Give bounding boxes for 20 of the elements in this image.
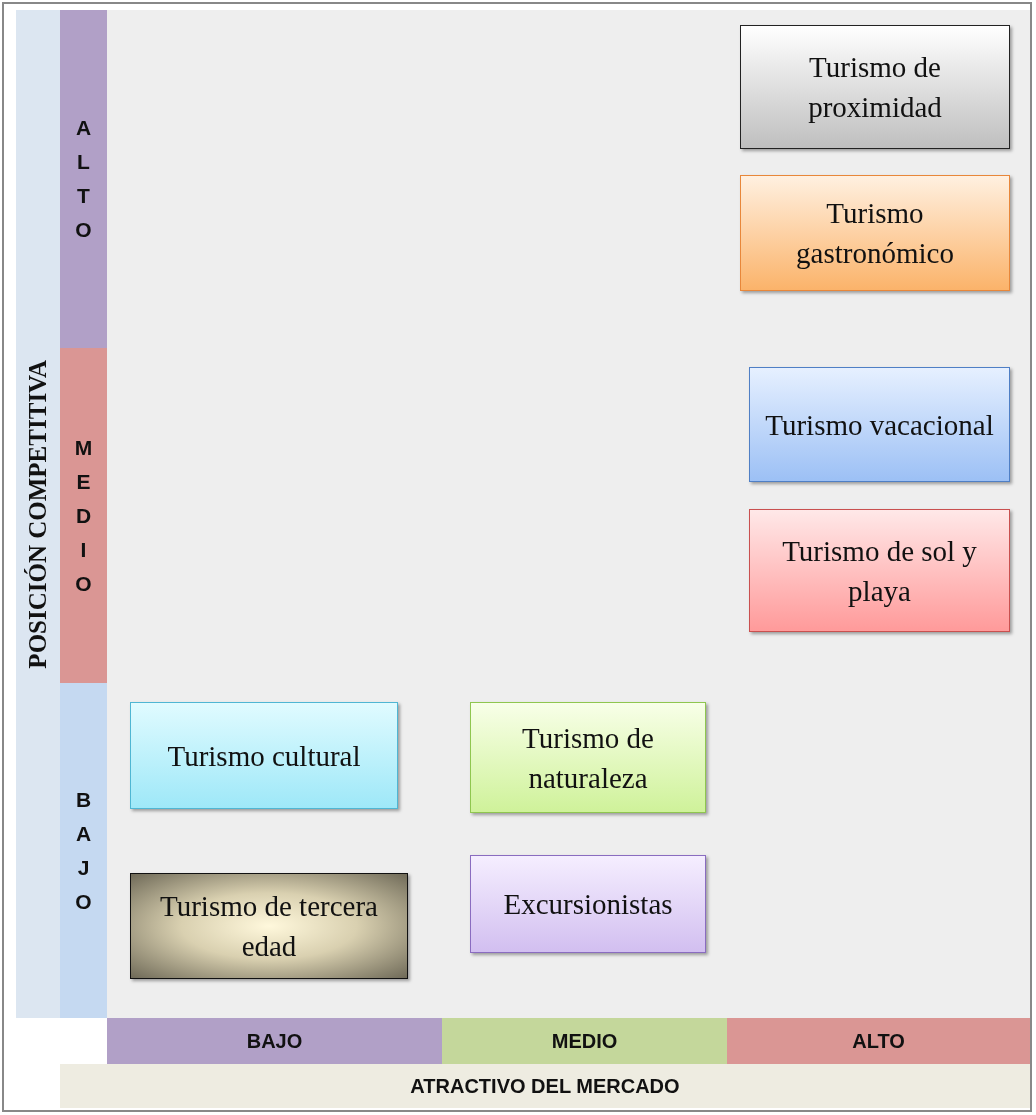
axis-title: ATRACTIVO DEL MERCADO — [60, 1064, 1030, 1108]
axis-title — [16, 10, 60, 1018]
axis-label: BAJO — [74, 786, 93, 915]
segment-box: Turismo de naturaleza — [470, 702, 706, 813]
axis-label: MEDIO — [74, 434, 93, 597]
axis-band — [60, 10, 107, 348]
segment-box: Turismo cultural — [130, 702, 398, 809]
axis-band: ALTO — [727, 1018, 1030, 1064]
axis-band — [60, 683, 107, 1018]
segment-box: Turismo vacacional — [749, 367, 1010, 482]
segment-box: Turismo de tercera edad — [130, 873, 408, 979]
axis-label: POSICIÓN COMPETITIVA — [24, 359, 52, 669]
segment-box: Turismo de proximidad — [740, 25, 1010, 149]
segment-box: Excursionistas — [470, 855, 706, 953]
segment-box: Turismo de sol y playa — [749, 509, 1010, 632]
axis-band: BAJO — [107, 1018, 442, 1064]
axis-band — [60, 348, 107, 683]
segment-box: Turismo gastronómico — [740, 175, 1010, 291]
axis-band: MEDIO — [442, 1018, 727, 1064]
axis-label: ALTO — [74, 115, 93, 243]
